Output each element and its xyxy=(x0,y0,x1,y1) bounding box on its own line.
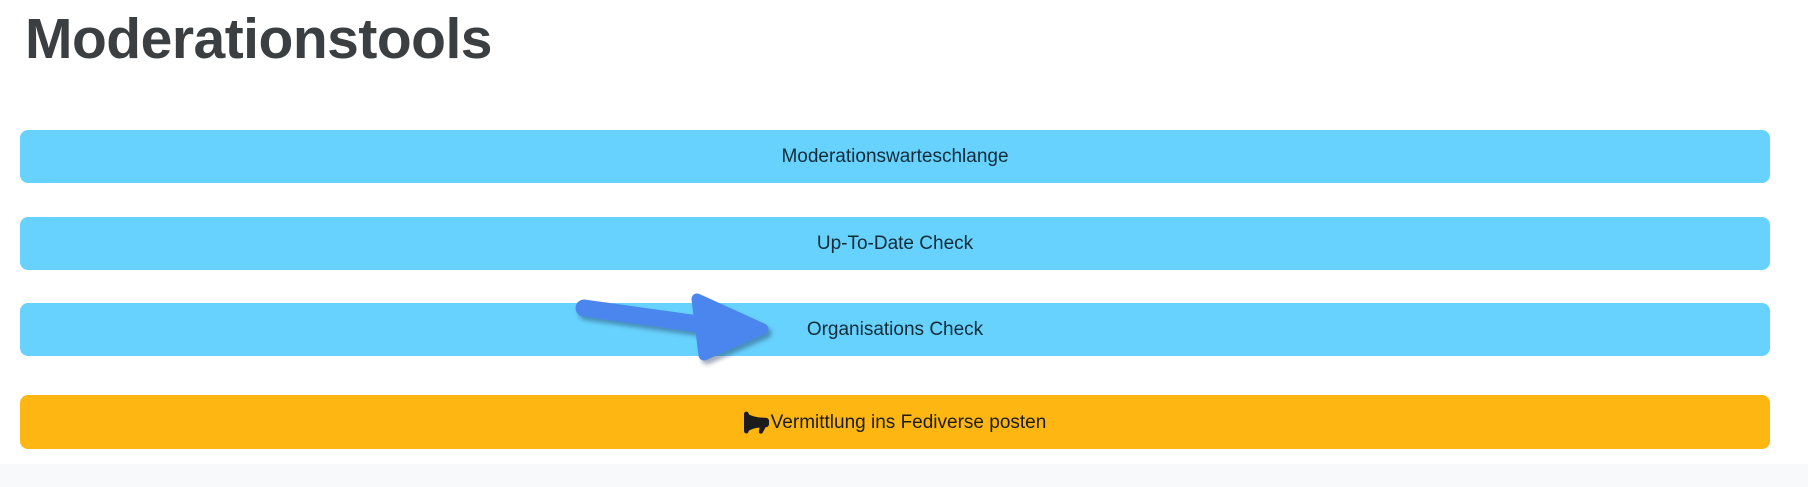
page-title: Moderationstools xyxy=(25,7,493,71)
button-organisations-check[interactable]: Organisations Check xyxy=(20,303,1770,356)
button-up-to-date-check-label: Up-To-Date Check xyxy=(816,233,974,254)
megaphone-icon xyxy=(743,410,769,435)
button-post-to-fediverse[interactable]: Vermittlung ins Fediverse posten xyxy=(20,395,1770,449)
button-moderation-queue[interactable]: Moderationswarteschlange xyxy=(20,130,1770,183)
button-post-to-fediverse-label: Vermittlung ins Fediverse posten xyxy=(770,411,1047,433)
footer-bar xyxy=(0,464,1808,487)
button-up-to-date-check[interactable]: Up-To-Date Check xyxy=(20,217,1770,270)
button-organisations-check-label: Organisations Check xyxy=(806,319,984,340)
button-moderation-queue-label: Moderationswarteschlange xyxy=(781,146,1009,167)
